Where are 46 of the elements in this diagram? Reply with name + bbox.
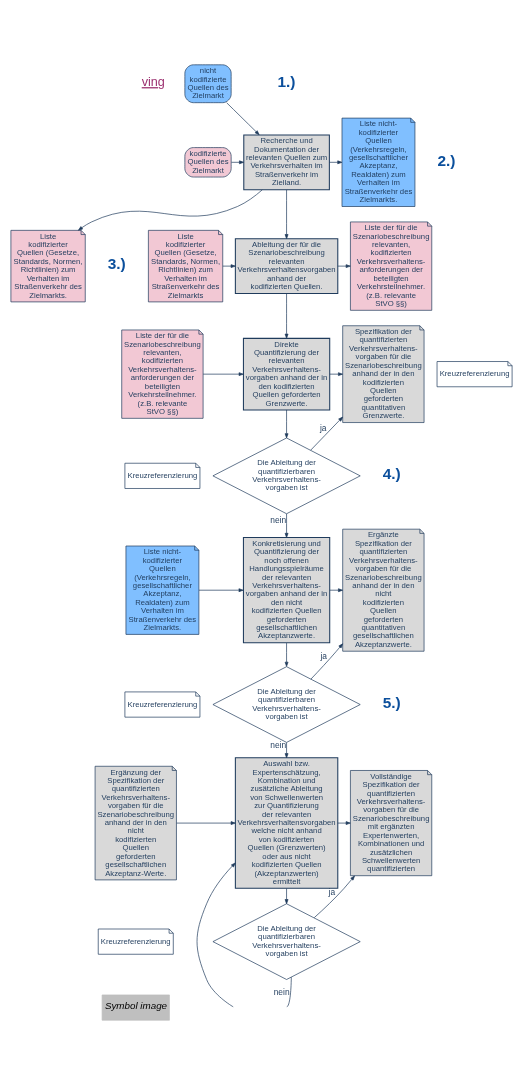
node-box: Direkte Quantifizierung der relevanten Verkehrsverhaltens-vorgaben anhand der in den kodifizierten Quellen geforderten Grenzwerte. — [242, 337, 331, 410]
arrow — [337, 820, 351, 825]
arrow — [78, 189, 263, 231]
arrow — [284, 887, 289, 904]
node-box: Konkretisierung und Quantifizierung der noch offenen Handlungsspielräume der relevanten Verkehrsverhaltens-vorgaben anhand der in den nicht kodifizierten Quellen geforderten gesellschaftlichen Akzeptanzwerte. — [242, 536, 331, 643]
arrow — [198, 587, 244, 592]
arrow — [329, 160, 343, 164]
edge-label: ja — [320, 650, 327, 661]
connector — [286, 976, 292, 1007]
arrow — [337, 263, 351, 268]
arrow — [176, 820, 236, 825]
arrow — [226, 101, 260, 135]
label: 1.) — [277, 72, 296, 90]
label: Symbol image — [104, 999, 168, 1011]
label: ving — [141, 74, 165, 89]
arrow — [313, 875, 355, 918]
arrow — [231, 160, 244, 164]
label: 3.) — [107, 254, 126, 272]
arrow — [284, 513, 289, 538]
arrow — [284, 642, 289, 667]
label: 4.) — [382, 464, 401, 482]
arrow — [284, 409, 289, 438]
node-box: Ableitung der für die Szenariobeschreibung relevanten Verkehrsverhaltensvorgaben anhand der kodifizierten Quellen. — [234, 237, 339, 294]
edge-label: nein — [270, 514, 287, 525]
arrow — [310, 642, 343, 679]
arrow — [284, 292, 289, 339]
arrow — [329, 587, 343, 592]
node-box: kodifizierte Quellen des Zielmarkt — [184, 146, 232, 177]
node-diamond: Die Ableitung der quantifizierbaren Verkehrsverhaltens- vorgaben ist — [212, 665, 361, 743]
arrow — [222, 263, 236, 268]
label: 5.) — [382, 693, 401, 711]
arrow — [284, 189, 289, 239]
node-diamond: Die Ableitung der quantifizierbaren Verkehrsverhaltens- vorgaben ist — [212, 902, 361, 980]
node-diamond: Die Ableitung der quantifizierbaren Verkehrsverhaltens- vorgaben ist — [212, 437, 361, 514]
node-box: nicht kodifizierte Quellen des Zielmarkt — [184, 63, 232, 103]
arrow — [284, 741, 289, 758]
edge-label: nein — [273, 986, 290, 997]
edge-label: ja — [319, 422, 327, 433]
arrow — [329, 371, 343, 376]
arrow — [202, 371, 244, 376]
node-box: Recherche und Dokumentation der relevanten Quellen zum Verkehrsverhalten im Straßenverkehr im Zielland. — [243, 133, 330, 190]
arrow — [310, 416, 343, 450]
edge-label: ja — [328, 886, 336, 897]
arrow — [196, 862, 236, 1007]
label: 2.) — [437, 151, 456, 169]
node-box: Auswahl bzw. Expertenschätzung, Kombination und zusätzliche Ableitung von Schwellenwerten zur Quantifizierung der relevanten Verkehrsverhaltensvorgaben welche nicht anhand von kodifizierten Quellen (Grenzwerten) oder aus nicht kodifizierten Quellen (Akzeptanzwerten) ermittelt — [234, 756, 339, 889]
